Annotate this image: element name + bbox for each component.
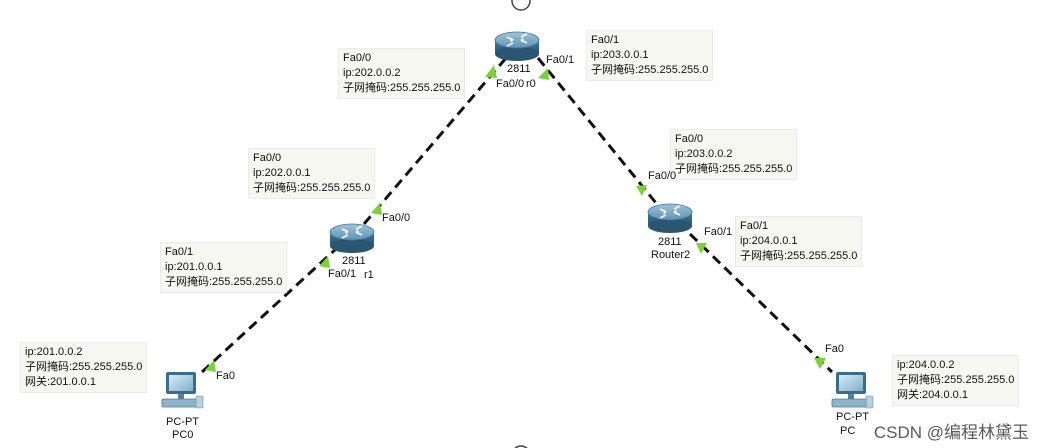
note-ip: ip:203.0.0.2 bbox=[675, 148, 733, 160]
port-label-router1-fa01: Fa0/1 bbox=[328, 268, 357, 280]
note-mask: 子网掩码:255.255.255.0 bbox=[253, 182, 371, 194]
pc0-name: PC0 bbox=[172, 429, 194, 441]
pc0-type: PC-PT bbox=[166, 416, 199, 428]
router-icon[interactable] bbox=[494, 31, 540, 62]
note-ip: ip:201.0.0.2 bbox=[25, 346, 83, 358]
link-light-icon bbox=[205, 360, 216, 372]
pc-icon[interactable] bbox=[831, 371, 874, 409]
link-light-icon bbox=[814, 358, 826, 369]
link-light-icon bbox=[371, 203, 382, 215]
note-ip: ip:204.0.0.2 bbox=[897, 359, 955, 371]
note-iface: Fa0/0 bbox=[253, 152, 282, 164]
note-ip: ip:203.0.0.1 bbox=[591, 49, 649, 61]
router2-name: Router2 bbox=[651, 249, 691, 261]
note-pc1: ip:204.0.0.2 子网掩码:255.255.255.0 网关:204.0… bbox=[892, 355, 1020, 406]
pc1-name-fragment: PC bbox=[840, 425, 856, 437]
watermark: CSDN @编程林黛玉 bbox=[873, 423, 1029, 442]
link-light-icon bbox=[319, 256, 330, 268]
note-ip: ip:201.0.0.1 bbox=[165, 261, 223, 273]
note-router1-fa00: Fa0/0 ip:202.0.0.1 子网掩码:255.255.255.0 bbox=[248, 148, 376, 199]
note-router2-fa00: Fa0/0 ip:203.0.0.2 子网掩码:255.255.255.0 bbox=[670, 129, 798, 180]
pc1-type: PC-PT bbox=[836, 411, 869, 423]
router-icon[interactable] bbox=[329, 223, 375, 254]
note-iface: Fa0/0 bbox=[343, 52, 372, 64]
note-iface: Fa0/1 bbox=[591, 34, 620, 46]
port-label-router1-fa00: Fa0/0 bbox=[382, 212, 411, 224]
note-router1-fa01: Fa0/1 ip:201.0.0.1 子网掩码:255.255.255.0 bbox=[160, 242, 288, 293]
note-mask: 子网掩码:255.255.255.0 bbox=[675, 163, 793, 175]
note-ip: ip:202.0.0.1 bbox=[253, 167, 311, 179]
note-mask: 子网掩码:255.255.255.0 bbox=[591, 64, 709, 76]
router0-model: 2811 bbox=[507, 63, 531, 75]
pc-icon[interactable] bbox=[161, 371, 204, 409]
link-light-icon bbox=[696, 243, 707, 254]
note-iface: Fa0/0 bbox=[675, 133, 704, 145]
note-iface: Fa0/1 bbox=[740, 220, 769, 232]
port-label-router0-fa01: Fa0/1 bbox=[546, 54, 575, 66]
note-gateway: 网关:204.0.0.1 bbox=[897, 389, 968, 401]
link-light-icon bbox=[636, 185, 647, 196]
link-router2-pc1[interactable] bbox=[688, 232, 834, 374]
link-light-icon bbox=[485, 65, 497, 78]
note-mask: 子网掩码:255.255.255.0 bbox=[25, 361, 143, 373]
port-label-router2-fa01: Fa0/1 bbox=[704, 226, 733, 238]
note-iface: Fa0/1 bbox=[165, 246, 194, 258]
note-ip: ip:202.0.0.2 bbox=[343, 67, 401, 79]
router2-model: 2811 bbox=[658, 236, 682, 248]
router0-name-fragment: r0 bbox=[526, 78, 536, 90]
port-label-pc0-fa0: Fa0 bbox=[216, 370, 235, 382]
note-router2-fa01: Fa0/1 ip:204.0.0.1 子网掩码:255.255.255.0 bbox=[735, 216, 863, 267]
link-pc0-router1[interactable] bbox=[200, 246, 339, 374]
router1-name-fragment: r1 bbox=[364, 269, 374, 281]
note-router0-fa01: Fa0/1 ip:203.0.0.1 子网掩码:255.255.255.0 bbox=[586, 30, 714, 81]
note-gateway: 网关:201.0.0.1 bbox=[25, 376, 96, 388]
note-ip: ip:204.0.0.1 bbox=[740, 235, 798, 247]
link-router1-router0[interactable] bbox=[362, 57, 508, 225]
note-mask: 子网掩码:255.255.255.0 bbox=[343, 82, 461, 94]
link-light-icon bbox=[538, 68, 549, 80]
port-label-pc1-fa0: Fa0 bbox=[825, 343, 844, 355]
router1-model: 2811 bbox=[342, 255, 366, 267]
router-icon[interactable] bbox=[647, 203, 693, 234]
note-router0-fa00: Fa0/0 ip:202.0.0.2 子网掩码:255.255.255.0 bbox=[338, 48, 466, 99]
port-label-router0-fa00: Fa0/0 bbox=[496, 78, 525, 90]
note-mask: 子网掩码:255.255.255.0 bbox=[165, 276, 283, 288]
note-mask: 子网掩码:255.255.255.0 bbox=[740, 250, 858, 262]
port-label-router2-fa00: Fa0/0 bbox=[648, 170, 677, 182]
note-pc0: ip:201.0.0.2 子网掩码:255.255.255.0 网关:201.0… bbox=[20, 342, 148, 393]
top-circle-icon bbox=[511, 0, 531, 11]
note-mask: 子网掩码:255.255.255.0 bbox=[897, 374, 1015, 386]
